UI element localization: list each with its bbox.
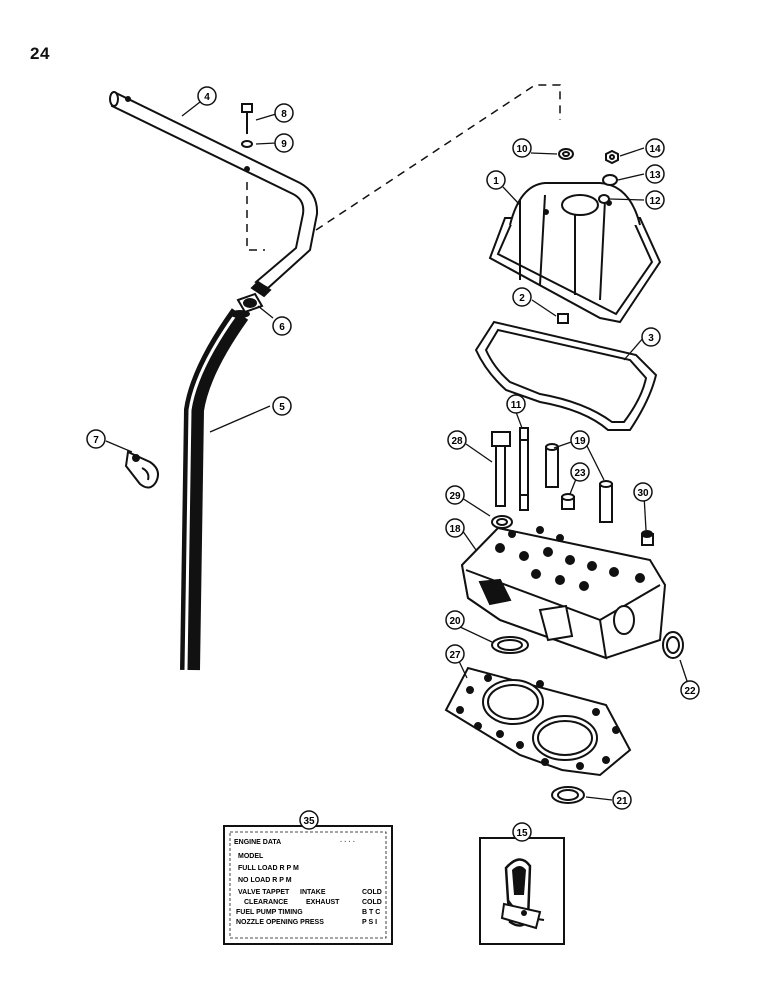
bolt-28 [491, 431, 511, 507]
breather-hose [180, 308, 250, 671]
plug-30 [641, 530, 654, 546]
callout-1: 1 [486, 170, 506, 190]
callout-27: 27 [445, 644, 465, 664]
valve-guide-19-a [545, 443, 559, 488]
callout-11: 11 [506, 394, 526, 414]
bolt-8 [241, 103, 253, 134]
callout-8: 8 [274, 103, 294, 123]
lifting-eye-panel [479, 837, 565, 945]
nut-2 [557, 313, 569, 324]
callout-29: 29 [445, 485, 465, 505]
hose-clip [124, 450, 159, 489]
callout-9: 9 [274, 133, 294, 153]
gasket-10 [558, 148, 574, 160]
svg-text:27: 27 [449, 650, 461, 661]
svg-text:3: 3 [648, 333, 654, 344]
valve-cover [488, 182, 662, 324]
svg-text:11: 11 [511, 400, 522, 411]
svg-text:· · · ·: · · · · [340, 839, 355, 846]
callout-35: 35 [299, 810, 319, 830]
svg-text:22: 22 [684, 686, 696, 697]
svg-text:35: 35 [303, 816, 315, 827]
callout-14: 14 [645, 138, 665, 158]
svg-text:14: 14 [649, 144, 661, 155]
nut-14 [605, 149, 619, 165]
cylinder-head [460, 526, 667, 660]
breather-pipe-upper [109, 91, 319, 298]
plate-exhaust: EXHAUST [306, 899, 340, 906]
plate-btc: B T C [362, 909, 380, 916]
svg-text:8: 8 [281, 109, 287, 120]
callout-18: 18 [445, 518, 465, 538]
plate-fuel-pump-timing: FUEL PUMP TIMING [236, 909, 303, 916]
svg-text:28: 28 [451, 436, 463, 447]
callout-23: 23 [570, 462, 590, 482]
plate-intake: INTAKE [300, 889, 326, 896]
dashed-alignment-line [246, 84, 561, 251]
callout-7: 7 [86, 429, 106, 449]
plate-psi: P S I [362, 919, 377, 926]
svg-text:1: 1 [493, 176, 499, 187]
callout-28: 28 [447, 430, 467, 450]
svg-text:7: 7 [93, 435, 99, 446]
plate-full-load: FULL LOAD R P M [238, 865, 299, 872]
callout-5: 5 [272, 396, 292, 416]
svg-text:12: 12 [649, 196, 661, 207]
callout-12: 12 [645, 190, 665, 210]
svg-text:15: 15 [516, 828, 528, 839]
callout-3: 3 [641, 327, 661, 347]
plate-nozzle-opening-press: NOZZLE OPENING PRESS [236, 919, 324, 926]
seal-ring-22 [662, 631, 684, 659]
washer-13 [602, 174, 618, 186]
washer-9 [241, 140, 253, 148]
engine-data-plate: ENGINE DATA · · · · MODEL FULL LOAD R P … [223, 825, 393, 945]
svg-text:9: 9 [281, 139, 287, 150]
svg-text:20: 20 [449, 616, 461, 627]
callout-19: 19 [570, 430, 590, 450]
valve-guide-19-b [599, 480, 613, 523]
callout-30: 30 [633, 482, 653, 502]
plug-23 [561, 493, 575, 510]
seal-ring-21 [551, 786, 585, 804]
leader-lines [105, 101, 691, 801]
plate-model: MODEL [238, 853, 264, 860]
callout-15: 15 [512, 822, 532, 842]
washer-12 [598, 194, 610, 204]
svg-text:21: 21 [616, 796, 628, 807]
plate-cold-intake: COLD [362, 889, 382, 896]
callout-4: 4 [197, 86, 217, 106]
svg-text:2: 2 [519, 293, 525, 304]
svg-text:5: 5 [279, 402, 285, 413]
callout-22: 22 [680, 680, 700, 700]
svg-text:18: 18 [449, 524, 461, 535]
svg-text:19: 19 [574, 436, 586, 447]
svg-text:13: 13 [649, 170, 661, 181]
callout-2: 2 [512, 287, 532, 307]
callout-10: 10 [512, 138, 532, 158]
plate-title: ENGINE DATA [234, 839, 281, 846]
stud-11 [519, 427, 529, 511]
plate-cold-exhaust: COLD [362, 899, 382, 906]
plate-valve-tappet: VALVE TAPPET [238, 889, 290, 896]
seal-ring-20 [491, 636, 529, 654]
svg-text:29: 29 [449, 491, 461, 502]
callout-21: 21 [612, 790, 632, 810]
svg-text:23: 23 [574, 468, 586, 479]
svg-text:30: 30 [637, 488, 649, 499]
callout-20: 20 [445, 610, 465, 630]
svg-text:4: 4 [204, 92, 210, 103]
head-gasket [444, 666, 632, 777]
washer-29 [491, 515, 513, 529]
svg-text:6: 6 [279, 322, 285, 333]
callout-6: 6 [272, 316, 292, 336]
clamp-6 [236, 292, 264, 314]
plate-clearance: CLEARANCE [244, 899, 288, 906]
plate-no-load: NO LOAD R P M [238, 877, 292, 884]
page-number: 24 [30, 44, 50, 63]
svg-text:10: 10 [516, 144, 528, 155]
cover-gasket [474, 320, 658, 431]
callout-13: 13 [645, 164, 665, 184]
